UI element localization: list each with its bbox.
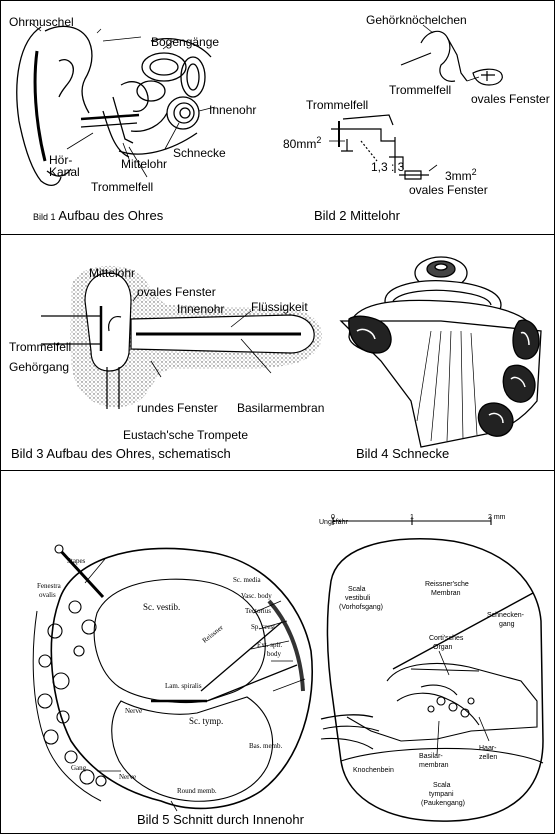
label-basilarmembran-5-1: Basilar-	[419, 753, 443, 760]
scale-tick-1: 1	[410, 514, 414, 521]
label-scala-tympani-1: Scala	[433, 782, 451, 789]
label-scala-vestibuli-1: Scala	[348, 586, 366, 593]
label-schneckengang-2: gang	[499, 621, 515, 628]
label-corti-1: Corti'sches	[429, 635, 463, 642]
label-scala-tympani-3: (Paukengang)	[421, 800, 465, 807]
label-scala-vestibuli-3: (Vorhofsgang)	[339, 604, 383, 611]
label-schneckengang-1: Schnecken-	[487, 612, 524, 619]
label-scala-vestibuli-2: vestibuli	[345, 595, 370, 602]
label-haarzellen-1: Haar-	[479, 745, 497, 752]
caption-bild-5: Bild 5 Schnitt durch Innenohr	[137, 813, 304, 826]
scale-tick-2: 2 mm	[488, 514, 506, 521]
label-reissner-membran-1: Reissner'sche	[425, 581, 469, 588]
label-knochenbein: Knochenbein	[353, 767, 394, 774]
label-haarzellen-2: zellen	[479, 754, 497, 761]
label-basilarmembran-5-2: membran	[419, 762, 449, 769]
label-corti-2: Organ	[433, 644, 452, 651]
scale-tick-0: 0	[331, 514, 335, 521]
label-reissner-membran-2: Membran	[431, 590, 461, 597]
label-scala-tympani-2: tympani	[429, 791, 454, 798]
